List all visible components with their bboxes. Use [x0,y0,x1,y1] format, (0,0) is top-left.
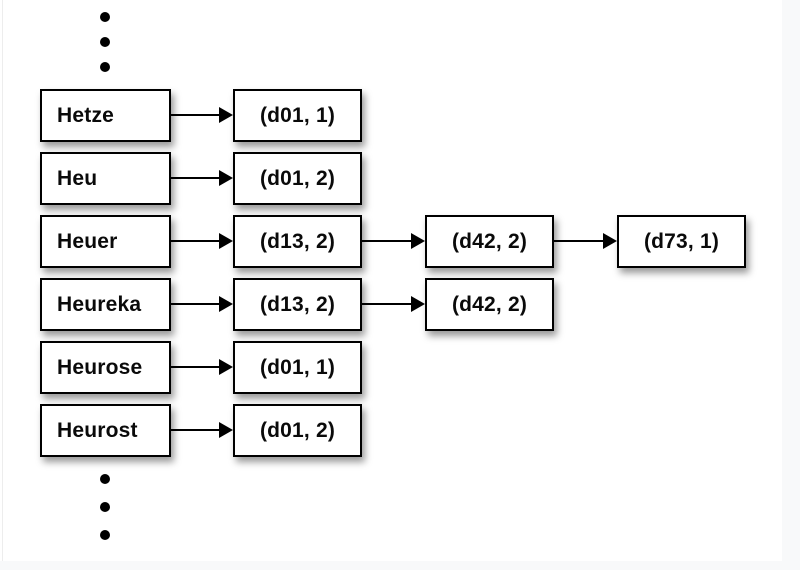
arrowhead-icon [411,233,425,249]
arrow-shaft [362,303,413,305]
posting-label: (d01, 1) [259,103,336,127]
posting-box: (d01, 2) [233,404,362,457]
term-box-heurost: Heurost [40,404,171,457]
arrowhead-icon [219,422,233,438]
term-label: Hetze [57,103,115,127]
arrowhead-icon [411,296,425,312]
posting-label: (d01, 2) [259,166,336,190]
arrow-shaft [171,303,221,305]
posting-box: (d42, 2) [425,215,554,268]
arrow-shaft [362,240,413,242]
arrowhead-icon [219,296,233,312]
posting-box: (d13, 2) [233,278,362,331]
arrow-shaft [171,366,221,368]
posting-box: (d13, 2) [233,215,362,268]
posting-label: (d01, 1) [259,355,336,379]
posting-box: (d42, 2) [425,278,554,331]
arrowhead-icon [219,170,233,186]
arrow-shaft [171,429,221,431]
posting-box: (d01, 1) [233,341,362,394]
left-edge-line [2,0,3,561]
ellipsis-dot [100,530,110,540]
posting-label: (d42, 2) [451,292,528,316]
posting-label: (d13, 2) [259,229,336,253]
term-box-heuer: Heuer [40,215,171,268]
arrow-shaft [554,240,605,242]
posting-label: (d73, 1) [643,229,720,253]
posting-box: (d73, 1) [617,215,746,268]
term-label: Heuer [57,229,118,253]
term-box-heu: Heu [40,152,171,205]
posting-box: (d01, 1) [233,89,362,142]
arrowhead-icon [219,107,233,123]
ellipsis-dot [100,12,110,22]
term-label: Heu [57,166,98,190]
arrowhead-icon [219,233,233,249]
arrow-shaft [171,177,221,179]
term-label: Heurose [57,355,143,379]
ellipsis-dot [100,474,110,484]
term-label: Heureka [57,292,142,316]
slide-background: Hetze (d01, 1) Heu (d01, 2) Heuer (d13, … [2,0,746,561]
arrow-shaft [171,114,221,116]
ellipsis-dot [100,37,110,47]
ellipsis-dot [100,62,110,72]
posting-label: (d01, 2) [259,418,336,442]
posting-label: (d42, 2) [451,229,528,253]
posting-label: (d13, 2) [259,292,336,316]
arrowhead-icon [219,359,233,375]
ellipsis-dot [100,502,110,512]
term-box-hetze: Hetze [40,89,171,142]
term-label: Heurost [57,418,138,442]
term-box-heurose: Heurose [40,341,171,394]
arrow-shaft [171,240,221,242]
arrowhead-icon [603,233,617,249]
posting-box: (d01, 2) [233,152,362,205]
term-box-heureka: Heureka [40,278,171,331]
